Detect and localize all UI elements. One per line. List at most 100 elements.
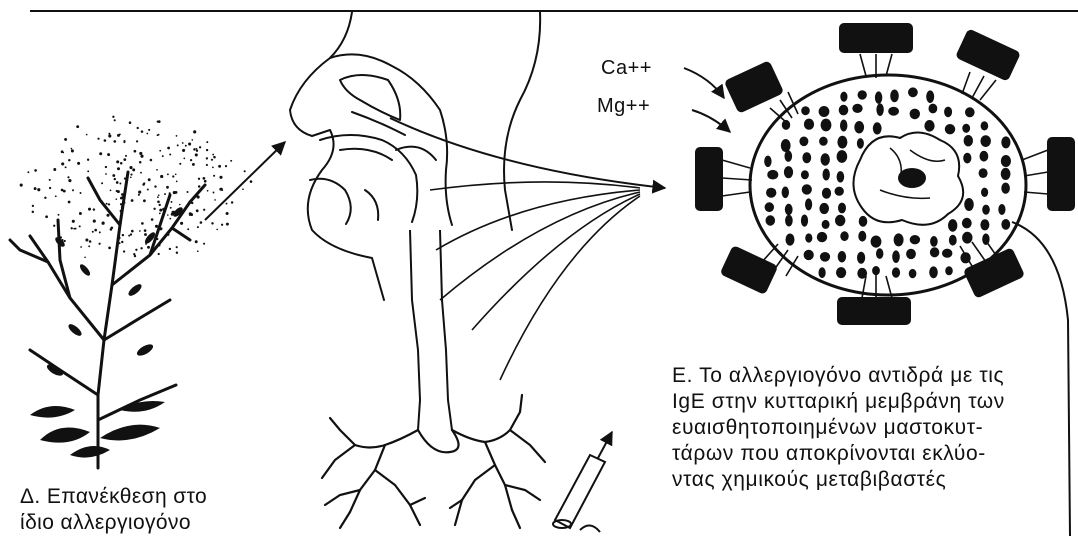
pollen-dot (61, 162, 64, 165)
granule (876, 103, 883, 116)
pollen-dot (93, 208, 95, 210)
granule (858, 90, 867, 99)
pollen-dot (218, 165, 221, 168)
granule (980, 151, 989, 162)
pollen-dot (157, 200, 160, 203)
granule (764, 156, 771, 167)
pollen-dot (188, 142, 191, 145)
pollen-dot (138, 191, 141, 194)
pollen-dot (114, 119, 116, 121)
pollen-dot (132, 168, 135, 171)
pollen-dot (250, 180, 253, 183)
pollen-dot (106, 203, 108, 205)
pollen-dot (123, 158, 126, 161)
caption-reaction-line-1: Ε. Το αλλεργιογόνο αντιδρά με τις (672, 363, 1005, 389)
pollen-dot (211, 159, 213, 161)
pollen-dot (176, 181, 178, 183)
granule (801, 215, 808, 227)
pollen-dot (130, 177, 132, 179)
pollen-dot (49, 187, 51, 189)
pollen-dot (226, 203, 228, 205)
pollen-dot (162, 155, 164, 157)
granule (821, 153, 830, 165)
trachea-illustration (410, 230, 452, 430)
granule (852, 104, 862, 113)
pollen-dot (86, 134, 88, 136)
pollen-dot (76, 125, 79, 128)
pollen-dot (27, 171, 29, 173)
caption-reexposure: Δ. Επανέκθεση στο ίδιο αλλεργιογόνο (20, 484, 207, 536)
pollen-dot (213, 156, 216, 159)
granule (819, 203, 829, 214)
granule (1001, 183, 1010, 194)
granule (945, 124, 955, 134)
pollen-dot (45, 215, 48, 218)
head-profile-illustration (290, 12, 540, 300)
pollen-dot (112, 174, 115, 177)
pollen-dot (93, 220, 96, 223)
granule (840, 231, 848, 241)
granule (930, 247, 939, 257)
granule (979, 168, 988, 178)
pollen-dot (190, 213, 193, 216)
granule (801, 170, 809, 179)
pollen-dot (107, 153, 110, 156)
granule (890, 90, 899, 103)
granule (858, 231, 866, 242)
pollen-dot (136, 140, 138, 142)
pollen-dot (179, 163, 181, 165)
granule (805, 198, 812, 210)
pollen-dot (167, 214, 169, 216)
pollen-dot (197, 250, 199, 252)
granule (820, 252, 830, 262)
pollen-dot (101, 182, 103, 184)
granule (1001, 136, 1010, 148)
caption-reaction-line-2: IgE στην κυτταρική μεμβράνη των (672, 389, 1005, 415)
pollen-dot (221, 224, 223, 226)
pollen-dot (159, 209, 162, 212)
granule (948, 219, 957, 232)
pollen-dot (176, 251, 178, 253)
pollen-dot (140, 155, 143, 158)
pollen-dot (130, 233, 132, 235)
pollen-dot (85, 238, 88, 241)
granule (837, 171, 845, 182)
pollen-dot (92, 231, 94, 233)
pollen-dot (159, 213, 161, 215)
pollen-dot (196, 150, 198, 152)
pollen-dot (196, 148, 198, 150)
pollen-dot (32, 205, 34, 207)
pollen-dot (155, 225, 158, 228)
granule (837, 150, 848, 163)
pollen-dot (160, 175, 163, 178)
granule (857, 138, 864, 149)
granule (765, 202, 774, 212)
pollen-dot (121, 241, 123, 243)
calcium-ion-label: Ca++ (601, 57, 652, 80)
granule (929, 266, 938, 278)
pollen-dot (116, 160, 119, 163)
granule (786, 234, 795, 246)
pollen-dot (175, 173, 177, 175)
pollen-dot (53, 225, 55, 227)
pollen-dot (71, 148, 73, 150)
pollen-dot (207, 190, 209, 192)
granule (962, 232, 972, 244)
granule (906, 249, 916, 259)
granule (998, 204, 1005, 215)
pollen-dot (71, 227, 73, 229)
pollen-dot (139, 152, 142, 155)
granule (804, 119, 814, 130)
pollen-dot (79, 212, 82, 215)
pollen-dot (120, 162, 123, 165)
pollen-dot (216, 229, 218, 231)
pollen-dot (157, 196, 159, 198)
pollen-dot (99, 243, 101, 245)
pollen-dot (68, 201, 71, 204)
pollen-dot (110, 226, 113, 229)
pollen-dot (170, 207, 172, 209)
pollen-dot (88, 245, 90, 247)
pollen-dot (199, 146, 201, 148)
caption-reexposure-line-2: ίδιο αλλεργιογόνο (20, 510, 207, 536)
granule (839, 105, 849, 116)
